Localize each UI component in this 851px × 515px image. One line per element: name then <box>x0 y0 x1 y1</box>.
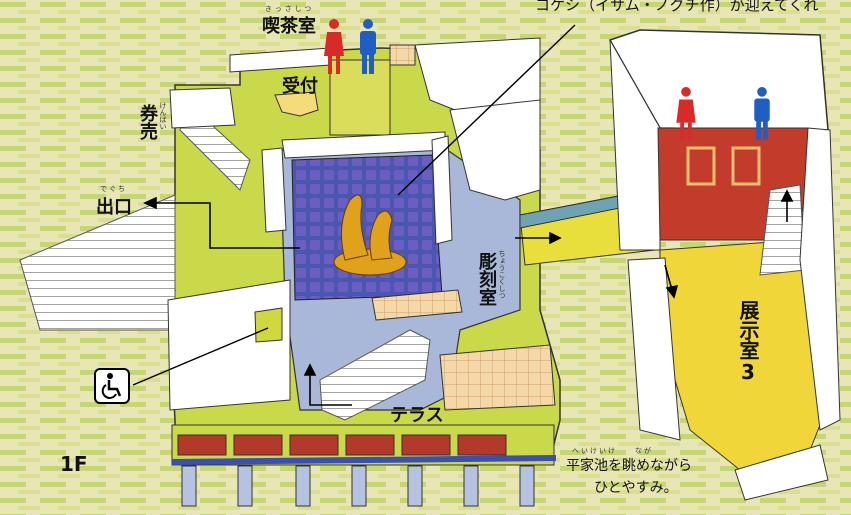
connector-arrow-icon <box>515 231 562 245</box>
inner-wall-left <box>261 147 287 233</box>
restroom-female-icon <box>676 86 696 141</box>
inner-wall-right <box>431 135 453 245</box>
arcade-arches <box>177 434 507 456</box>
reception-block <box>169 87 236 129</box>
exhibit-lower-wall <box>627 257 681 441</box>
terrace-arrow-icon <box>303 363 352 406</box>
ticket-label: 券売 <box>137 104 158 140</box>
wheelchair-leader-line <box>132 327 269 386</box>
ticket-ruby: けんばい <box>159 102 167 130</box>
top-caption: コケシ（イサム・ノグチ作）が迎えてくれ <box>535 0 819 14</box>
red-room-window-2 <box>731 146 761 186</box>
wheelchair-icon <box>94 368 130 404</box>
sculpture-room-south-wall <box>439 344 556 411</box>
sculpture-room-ruby: ちょうこくしつ <box>498 250 506 299</box>
pond-note-ruby: へいけいけ なが <box>572 447 653 455</box>
stair-up-arrow-icon <box>780 189 794 222</box>
exhibit-right-wall <box>799 127 841 431</box>
exhibit-bottom-wall <box>734 444 829 501</box>
reception-counter <box>274 91 319 117</box>
restroom-male-icon <box>360 19 376 74</box>
terrace-stairs <box>319 329 431 421</box>
sculpture-kokeshi-right <box>369 210 393 261</box>
cafe-ruby: きっさしつ <box>265 5 315 13</box>
floor-label: 1F <box>60 452 88 476</box>
cafe-label: 喫茶室 <box>262 16 316 37</box>
exit-label: 出口 <box>96 197 132 218</box>
sculpture-kokeshi-left <box>340 194 369 261</box>
sculpture-room-label: 彫刻室 <box>476 252 497 306</box>
exit-arrow-icon <box>143 196 300 249</box>
caption-leader-line <box>397 24 576 196</box>
pillars <box>181 465 535 507</box>
exhibition-room-3-label: 展示室3 <box>736 300 760 384</box>
red-room-window-1 <box>686 146 716 186</box>
exit-ruby: でぐち <box>100 185 128 193</box>
pond-note-line1: 平家池を眺めながら <box>566 458 692 474</box>
wall-block-right <box>449 99 541 201</box>
cafe-grid <box>389 44 416 66</box>
sw-window <box>254 307 283 343</box>
down-arrow-icon <box>664 264 679 299</box>
restroom-male-icon <box>754 86 770 141</box>
terrace-label: テラス <box>390 405 444 426</box>
low-bench <box>371 289 463 321</box>
pond-railing <box>171 455 557 465</box>
sculpture-grid <box>291 154 443 301</box>
reception-label: 受付 <box>282 76 318 97</box>
pond-note-line2: ひとやすみ。 <box>594 480 678 496</box>
restroom-female-icon <box>324 19 344 74</box>
